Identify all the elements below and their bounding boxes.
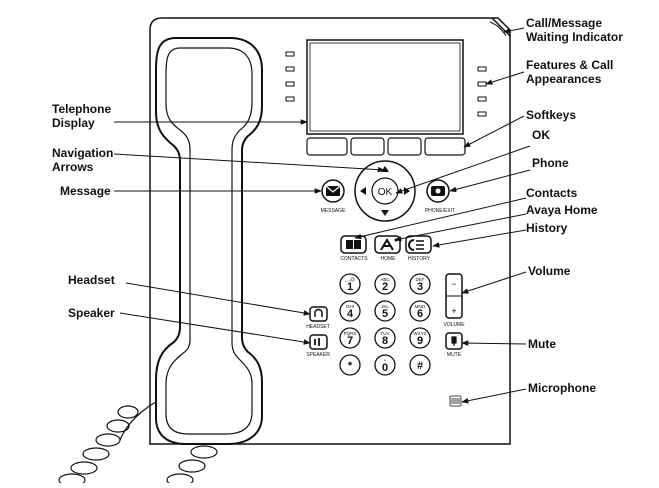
label-mute: Mute bbox=[528, 337, 556, 351]
volume-minus[interactable]: − bbox=[451, 279, 456, 289]
phone-exit-button[interactable] bbox=[426, 179, 450, 203]
dial-key-number: 2 bbox=[382, 281, 388, 293]
telephone-display bbox=[306, 39, 464, 135]
headset-button[interactable] bbox=[309, 306, 328, 322]
dial-key-number: # bbox=[417, 360, 423, 372]
avaya-home-button[interactable] bbox=[374, 235, 401, 254]
dial-key-number: * bbox=[348, 360, 353, 372]
dial-key-number: 9 bbox=[417, 335, 423, 347]
message-caption: MESSAGE bbox=[321, 208, 346, 214]
dial-key-number: 8 bbox=[382, 335, 388, 347]
label-volume: Volume bbox=[528, 264, 571, 278]
label-headset: Headset bbox=[68, 273, 115, 287]
dial-key-letters: WXYZ bbox=[414, 331, 427, 336]
label-ok: OK bbox=[532, 128, 550, 142]
label-features: Features & Call Appearances bbox=[526, 58, 614, 86]
leader-lines bbox=[113, 27, 531, 404]
nav-down-arrow-icon[interactable] bbox=[381, 210, 389, 216]
history-caption: HISTORY bbox=[408, 256, 431, 262]
contacts-caption: CONTACTS bbox=[340, 256, 368, 262]
dial-key-letters: _.,@ bbox=[344, 277, 355, 282]
feature-led-right bbox=[477, 66, 487, 117]
telephone-icon bbox=[431, 186, 445, 196]
home-caption: HOME bbox=[381, 256, 397, 262]
dial-key-letters: GHI bbox=[346, 304, 354, 309]
volume-caption: VOLUME bbox=[443, 322, 465, 328]
contacts-button[interactable] bbox=[340, 235, 367, 254]
history-button[interactable] bbox=[405, 235, 432, 254]
label-telephone-display: Telephone Display bbox=[52, 102, 112, 130]
dial-key-number: 1 bbox=[347, 281, 353, 293]
dial-key-letters: ABC bbox=[380, 277, 390, 282]
volume-rocker[interactable] bbox=[445, 273, 463, 319]
microphone-mute-icon bbox=[451, 336, 457, 346]
dial-key-letters: DEF bbox=[416, 277, 425, 282]
dial-key-hash[interactable]: # bbox=[409, 354, 431, 376]
dial-key-number: 0 bbox=[382, 362, 388, 374]
headset-icon bbox=[314, 308, 323, 317]
softkeys[interactable] bbox=[306, 137, 466, 156]
nav-left-arrow-icon[interactable] bbox=[360, 187, 366, 195]
feature-led-left bbox=[285, 51, 295, 102]
dial-key-number: 5 bbox=[382, 308, 388, 320]
dial-key-number: 3 bbox=[417, 281, 423, 293]
dial-key-number: 4 bbox=[347, 308, 354, 320]
label-microphone: Microphone bbox=[528, 381, 596, 395]
label-avaya-home: Avaya Home bbox=[526, 203, 598, 217]
microphone-grille bbox=[449, 395, 462, 407]
nav-right-arrow-icon[interactable] bbox=[404, 187, 410, 195]
label-contacts: Contacts bbox=[526, 186, 578, 200]
dial-key-number: 6 bbox=[417, 308, 423, 320]
envelope-icon bbox=[325, 185, 341, 196]
label-message: Message bbox=[60, 184, 111, 198]
history-icon bbox=[408, 239, 424, 251]
label-softkeys: Softkeys bbox=[526, 108, 577, 122]
dial-key-number: 7 bbox=[347, 335, 353, 347]
dial-keypad: 1_.,@2ABC3DEF4GHI5JKL6MNO7PQRS8TUV9WXYZ*… bbox=[339, 273, 431, 376]
label-waiting-indicator: Call/Message Waiting Indicator bbox=[526, 16, 623, 44]
mute-caption: MUTE bbox=[447, 352, 462, 358]
mute-button[interactable] bbox=[445, 332, 463, 350]
label-phone: Phone bbox=[532, 156, 569, 170]
label-speaker: Speaker bbox=[68, 306, 115, 320]
headset-caption: HEADSET bbox=[306, 324, 330, 330]
volume-plus[interactable]: + bbox=[451, 306, 456, 316]
dial-key-1[interactable]: 1_.,@ bbox=[339, 273, 361, 295]
dial-key-letters: + bbox=[384, 358, 387, 363]
label-navigation-arrows: Navigation Arrows bbox=[52, 146, 114, 174]
dial-key-0[interactable]: 0+ bbox=[374, 354, 396, 376]
dial-key-letters: JKL bbox=[381, 304, 389, 309]
speaker-button[interactable] bbox=[309, 334, 328, 350]
dial-key-letters: PQRS bbox=[344, 331, 357, 336]
handset bbox=[155, 37, 263, 445]
book-icon bbox=[346, 240, 361, 249]
label-history: History bbox=[526, 221, 568, 235]
dial-key-letters: TUV bbox=[381, 331, 390, 336]
message-button[interactable] bbox=[321, 179, 345, 203]
dial-key-star[interactable]: * bbox=[339, 354, 361, 376]
avaya-home-icon bbox=[380, 238, 394, 251]
ok-key-label[interactable]: OK bbox=[378, 187, 393, 198]
dial-key-letters: MNO bbox=[415, 304, 426, 309]
speaker-caption: SPEAKER bbox=[306, 352, 330, 358]
speaker-icon bbox=[314, 338, 320, 346]
phone-caption: PHONE/EXIT bbox=[425, 208, 455, 214]
